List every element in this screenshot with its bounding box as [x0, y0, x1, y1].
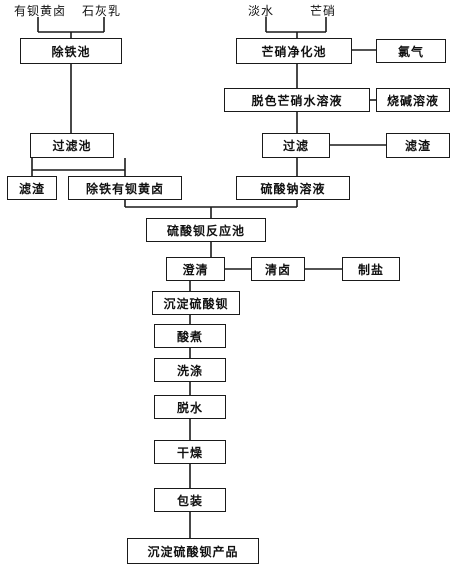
reaction-pool-box: 硫酸钡反应池	[146, 218, 266, 242]
residue-right-box: 滤渣	[386, 133, 450, 158]
iron-removal-pool-box: 除铁池	[20, 38, 122, 64]
filter-box: 过滤	[262, 133, 330, 158]
residue-left-box: 滤渣	[7, 176, 57, 200]
dewater-box: 脱水	[154, 395, 226, 419]
iron-free-brine-box: 除铁有钡黄卤	[68, 176, 182, 200]
precipitated-baso4-box: 沉淀硫酸钡	[152, 291, 240, 315]
caustic-solution-box: 烧碱溶液	[376, 88, 450, 112]
wash-box: 洗涤	[154, 358, 226, 382]
clear-brine-box: 清卤	[251, 257, 305, 281]
clarify-box: 澄清	[166, 257, 225, 281]
sodium-sulfate-solution-box: 硫酸钠溶液	[236, 176, 350, 200]
input-lime-milk: 石灰乳	[82, 4, 122, 18]
mirabilite-purify-pool-box: 芒硝净化池	[236, 38, 352, 64]
dry-box: 干燥	[154, 440, 226, 464]
input-mirabilite: 芒硝	[310, 4, 337, 18]
decolor-solution-box: 脱色芒硝水溶液	[224, 88, 370, 112]
filter-pool-box: 过滤池	[30, 133, 114, 158]
input-barium-brine: 有钡黄卤	[14, 4, 67, 18]
product-box: 沉淀硫酸钡产品	[127, 538, 259, 564]
package-box: 包装	[154, 488, 226, 512]
input-fresh-water: 淡水	[248, 4, 275, 18]
chlorine-box: 氯气	[376, 39, 446, 63]
salt-making-box: 制盐	[342, 257, 400, 281]
acid-boil-box: 酸煮	[154, 324, 226, 348]
